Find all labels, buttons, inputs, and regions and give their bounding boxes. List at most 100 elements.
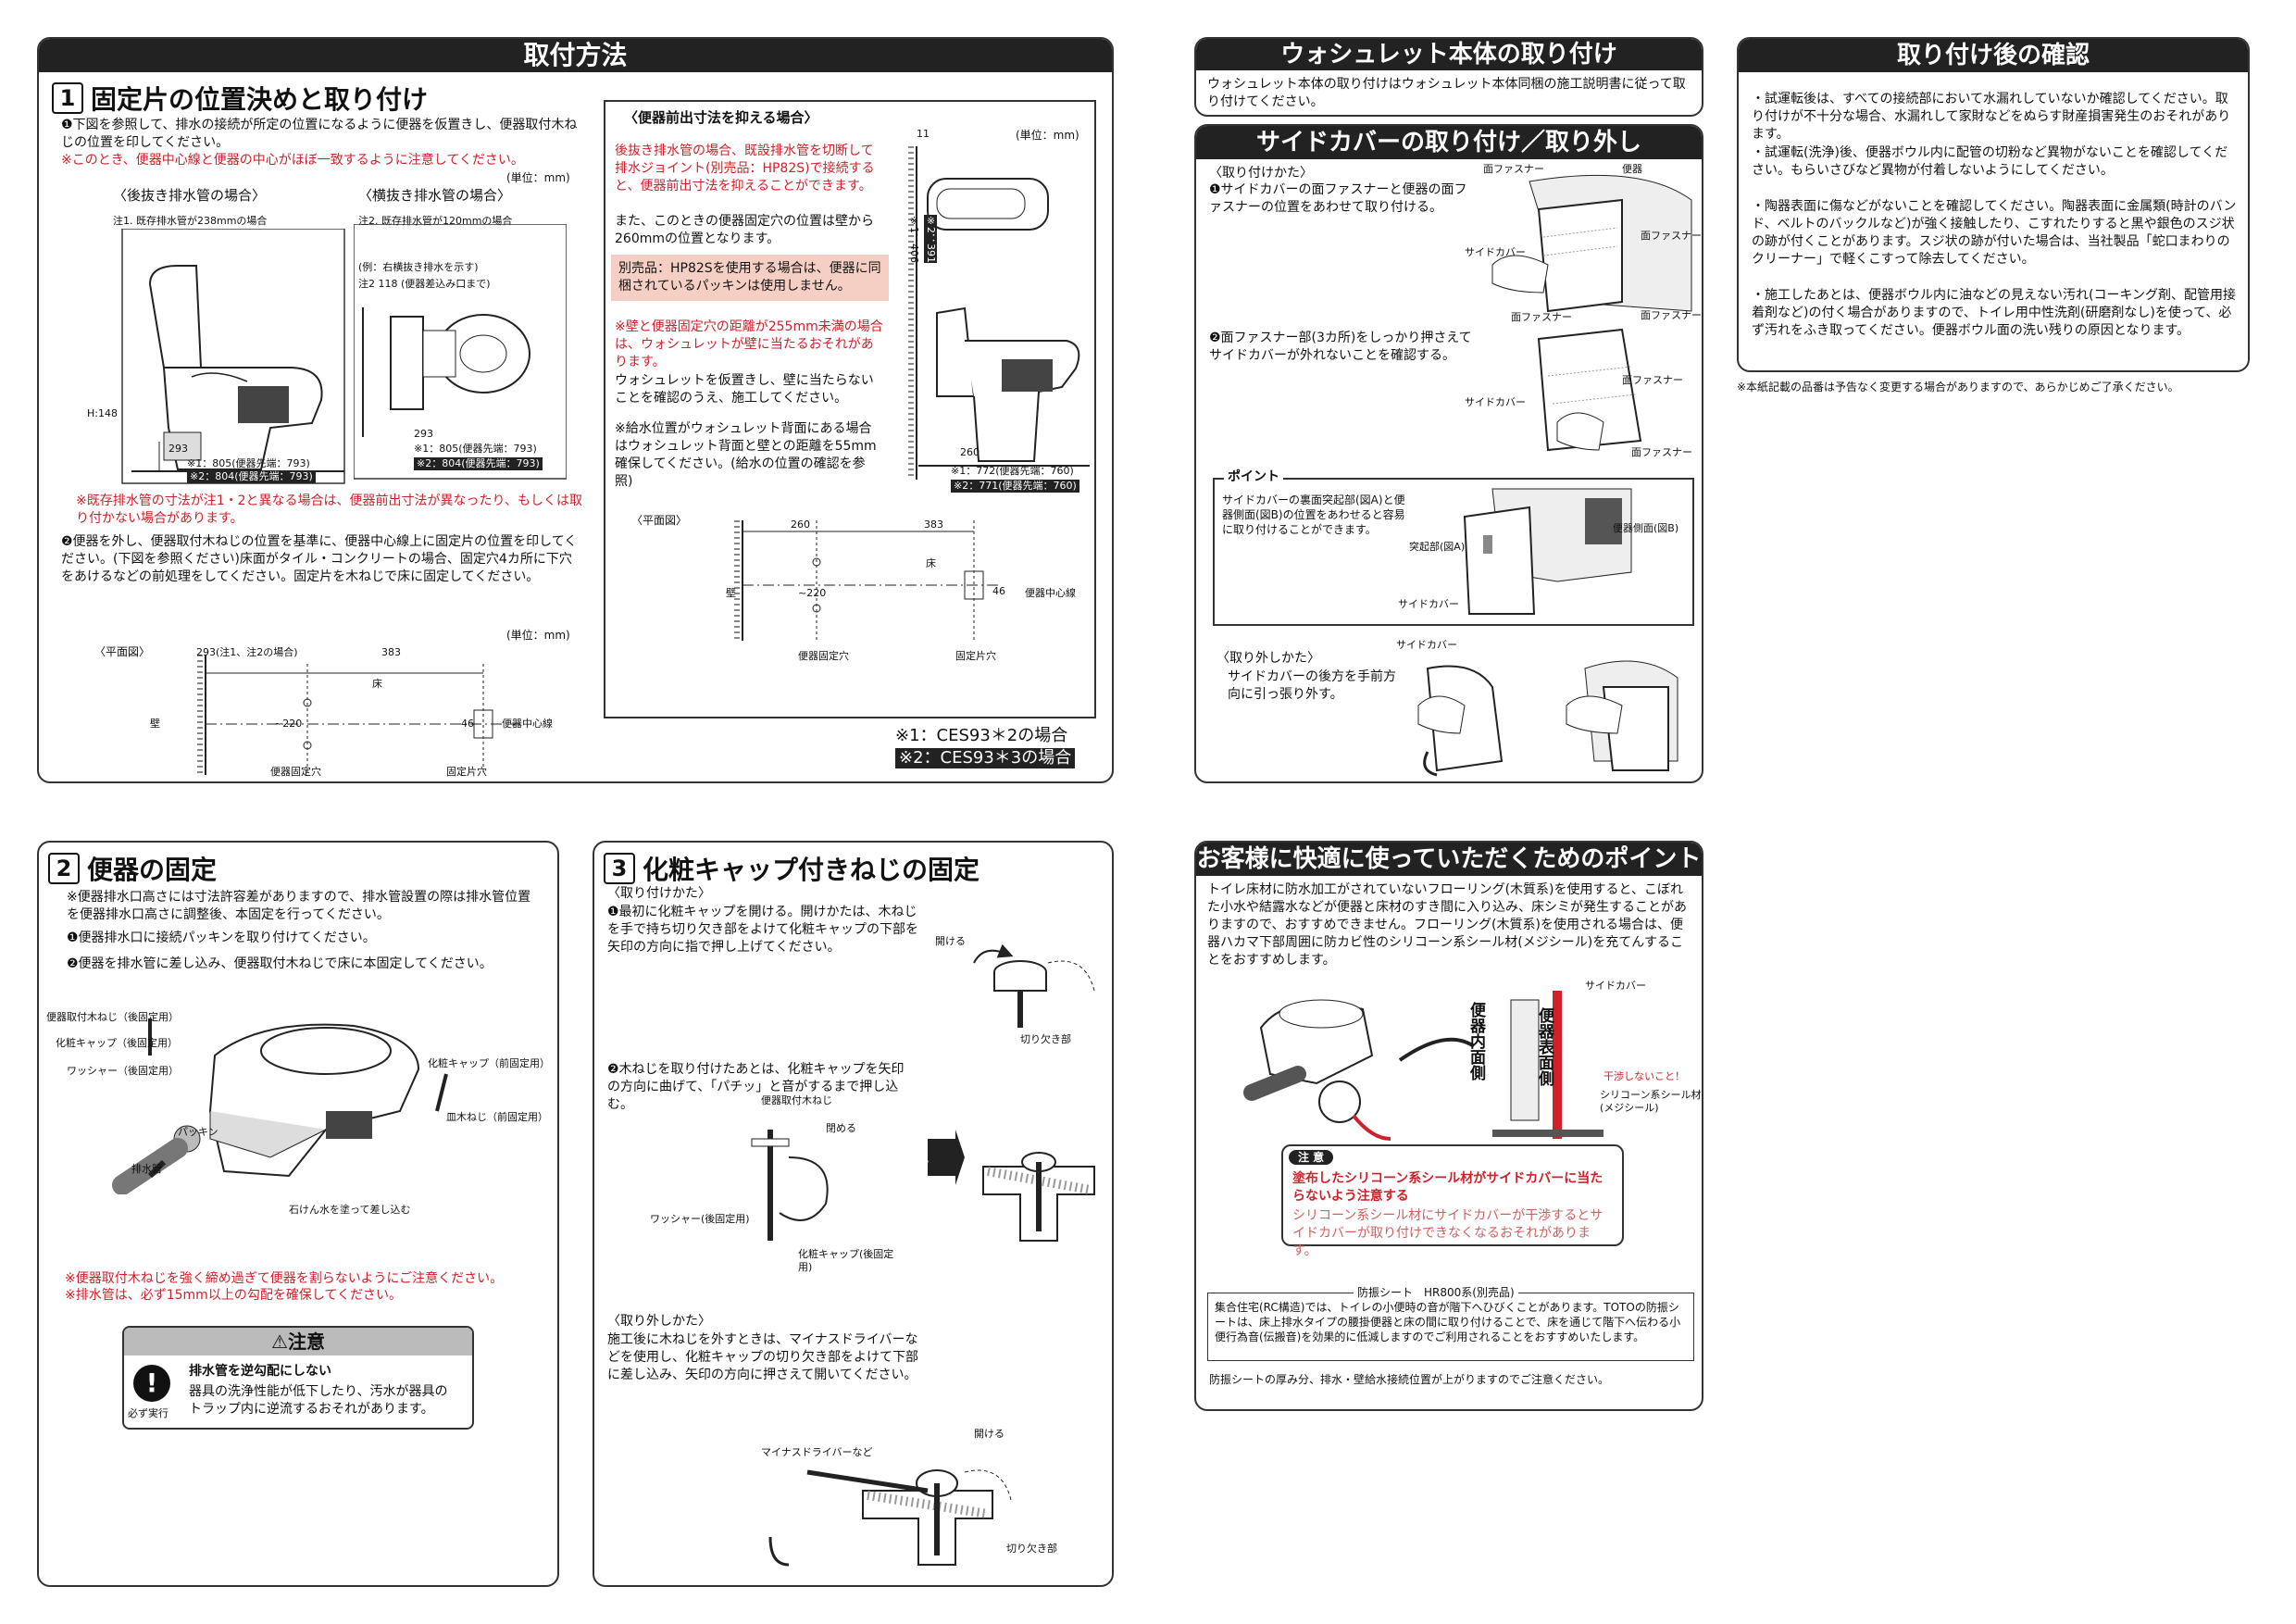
toilet-fixing-panel: 2 便器の固定 ※便器排水口高さには寸法許容差がありますので、排水管設置の際は排… xyxy=(37,841,559,1587)
side-label-fastener-5: 面ファスナー xyxy=(1622,374,1683,386)
label-packing: パッキン xyxy=(178,1126,218,1138)
plan-piece-hole: 固定片穴 xyxy=(446,766,487,778)
side-dim-293: 293 xyxy=(414,428,433,440)
label-washer-rear: ワッシャー（後固定用） xyxy=(67,1065,179,1077)
section-number: 1 xyxy=(52,82,83,114)
section-title: 固定片の位置決めと取り付け xyxy=(91,84,429,115)
plan-dim-293: 293(注1、注2の場合) xyxy=(196,646,298,658)
height-148-label: H:148 xyxy=(87,407,118,419)
side-attach-heading: 〈取り付けかた〉 xyxy=(1209,166,1313,181)
comfort-caution-red: 塗布したシリコーン系シール材がサイドカバーに当たらないよう注意する xyxy=(1292,1171,1603,1204)
plan-floor: 床 xyxy=(372,678,382,690)
reduce-plan-383: 383 xyxy=(924,518,943,531)
side-label-fastener-6: 面ファスナー xyxy=(1631,446,1692,458)
cap-washer-label: ワッシャー(後固定用) xyxy=(650,1213,750,1225)
fix-red1: ※便器取付木ねじを強く締め過ぎて便器を割らないようにご注意ください。 xyxy=(65,1271,504,1286)
comfort-title: お客様に快適に使っていただくためのポイント xyxy=(1196,843,1702,876)
plan-center-line: 便器中心線 xyxy=(502,718,553,730)
side-118-label: 注2 118 (便器差込み口まで) xyxy=(358,278,491,290)
reduce-391: ※2：391 xyxy=(924,215,937,263)
cap-set-label: セット後 xyxy=(917,1148,930,1189)
check-item-3: ・陶器表面に傷などがないことを確認してください。陶器表面に金属類(時計のバンド、… xyxy=(1752,199,2237,267)
side-drain-example: (例：右横抜き排水を示す) xyxy=(358,261,479,273)
label-soap: 石けん水を塗って差し込む xyxy=(289,1204,411,1216)
reduce-txt3: ※給水位置がウォシュレット背面にある場合はウォシュレット背面と壁との距離を55m… xyxy=(615,421,877,489)
side-label-toilet: 便器 xyxy=(1622,163,1642,175)
model-footnote-2: ※2：CES93＊3の場合 xyxy=(895,748,1076,768)
reduce-unit: (単位：mm) xyxy=(1016,129,1079,142)
cap-remove-heading: 〈取り外しかた〉 xyxy=(607,1314,711,1329)
unit-label: (単位：mm) xyxy=(506,171,570,184)
label-cap-rear: 化粧キャップ（後固定用） xyxy=(56,1037,178,1049)
reduce-red1: 後抜き排水管の場合、既設排水管を切断して排水ジョイント(別売品：HP82S)で接… xyxy=(615,144,875,194)
post-install-check-panel: 取り付け後の確認 ・試運転後は、すべての接続部において水漏れしていないか確認して… xyxy=(1737,37,2250,372)
reduce-c1: ※1：772(便器先端：760) xyxy=(951,465,1074,477)
step1-text: ❶下図を参照して、排水の接続が所定の位置になるように便器を仮置きし、便器取付木ね… xyxy=(61,118,578,150)
plan-46: 46 xyxy=(461,718,474,730)
reduce-plan-floor: 床 xyxy=(926,557,936,569)
side-label-cover-1: サイドカバー xyxy=(1465,246,1526,258)
cap-remove-text: 施工後に木ねじを外すときは、マイナスドライバーなどを使用し、化粧キャップの切り欠… xyxy=(607,1332,918,1382)
fix-step2: ❷便器を排水管に差し込み、便器取付木ねじで床に本固定してください。 xyxy=(67,956,493,971)
comfort-points-panel: お客様に快適に使っていただくためのポイント トイレ床材に防水加工がされていないフ… xyxy=(1194,841,1703,1411)
step1-red-note: ※このとき、便器中心線と便器の中心がほぼ一致するように注意してください。 xyxy=(61,153,524,168)
comfort-caution-title: 注 意 xyxy=(1289,1150,1334,1165)
section-number: 3 xyxy=(604,853,635,884)
reduce-c2: ※2：771(便器先端：760) xyxy=(951,480,1079,493)
comfort-side-cover: サイドカバー xyxy=(1585,980,1646,992)
reduce-plan-center: 便器中心線 xyxy=(1025,587,1076,599)
side-cover-attach-diagram xyxy=(1491,174,1692,452)
comfort-body: トイレ床材に防水加工がされていないフローリング(木質系)を使用すると、こぼれた小… xyxy=(1207,882,1687,968)
existing-pipe-warning: ※既存排水管の寸法が注1・2と異なる場合は、便器前出寸法が異なったり、もしくは取… xyxy=(76,493,582,526)
rear-drain-diagram xyxy=(121,229,345,484)
caution-box: ⚠注意 ! 必ず実行 排水管を逆勾配にしない 器具の洗浄性能が低下したり、汚水が… xyxy=(122,1326,474,1430)
plan-dim-383: 383 xyxy=(381,646,401,658)
caution-head: 排水管を逆勾配にしない xyxy=(189,1364,331,1379)
label-drain-pipe: 排水管 xyxy=(131,1163,162,1175)
reduce-11: 11 xyxy=(917,128,930,140)
plan-wall: 壁 xyxy=(150,718,160,730)
side-label-cover-2: サイドカバー xyxy=(1465,396,1526,408)
reduce-plan-wall: 壁 xyxy=(726,587,736,599)
side-c2-label: ※2：804(便器先端：793) xyxy=(414,457,543,470)
vibration-sheet-note: 防振シートの厚み分、排水・壁給水接続位置が上がりますのでご注意ください。 xyxy=(1209,1373,1610,1386)
section-1-heading: 1 固定片の位置決めと取り付け xyxy=(52,80,428,117)
dim-293-label: 293 xyxy=(168,443,188,455)
cap-notch-label: 切り欠き部 xyxy=(1020,1033,1071,1045)
reduce-260: 260 xyxy=(960,446,980,458)
rear-drain-note: 注1. 既存排水管が238mmの場合 xyxy=(113,215,268,227)
reduce-plan-260: 260 xyxy=(791,518,810,531)
step2-text: ❷便器を外し、便器取付木ねじの位置を基準に、便器中心線上に固定片の位置を印してく… xyxy=(61,534,578,584)
toilet-fixing-diagram xyxy=(112,1018,448,1194)
install-method-title: 取付方法 xyxy=(39,39,1112,72)
post-install-title: 取り付け後の確認 xyxy=(1739,39,2248,72)
cap-step1: ❶最初に化粧キャップを開ける。開けかたは、木ねじを手で持ち切り欠き部をよけて化粧… xyxy=(607,905,918,955)
reduce-pink-note: 別売品：HP82Sを使用する場合は、便器に同梱されているパッキンは使用しません。 xyxy=(611,255,889,301)
reduce-front-box xyxy=(604,100,1096,718)
label-screw-front: 皿木ねじ（前固定用） xyxy=(446,1111,548,1123)
side-label-fastener-4: 面ファスナー xyxy=(1511,311,1572,323)
side-remove-heading: 〈取り外しかた〉 xyxy=(1217,651,1320,666)
side-label-fastener-2: 面ファスナー xyxy=(1641,230,1702,242)
side-label-fastener-1: 面ファスナー xyxy=(1483,163,1544,175)
section-title: 便器の固定 xyxy=(87,855,218,885)
side-drain-title: 〈横抜き排水管の場合〉 xyxy=(358,187,512,204)
washlet-install-title: ウォシュレット本体の取り付け xyxy=(1196,39,1702,70)
comfort-surface-side: 便器表面側 xyxy=(1535,1007,1554,1086)
point-label-protrusion: 突起部(図A) xyxy=(1409,541,1466,553)
section-2-heading: 2 便器の固定 xyxy=(48,850,217,887)
drain-height-note: ※便器排水口高さには寸法許容差がありますので、排水管設置の際は排水管位置を便器排… xyxy=(67,890,531,922)
cap-cap-label: 化粧キャップ(後固定用) xyxy=(798,1248,894,1273)
cap-screw-label: 便器取付木ねじ xyxy=(761,1094,832,1106)
side-remove-diagram xyxy=(1417,660,1678,777)
side-remove-text: サイドカバーの後方を手前方向に引っ張り外す。 xyxy=(1228,669,1396,702)
label-screw-rear: 便器取付木ねじ（後固定用） xyxy=(46,1011,179,1023)
check-item-2: ・試運転(洗浄)後、便器ボウル内に配管の切粉など異物がないことを確認してください… xyxy=(1752,145,2228,178)
washlet-install-panel: ウォシュレット本体の取り付け ウォシュレット本体の取り付けはウォシュレット本体同… xyxy=(1194,37,1703,117)
reduce-txt2: ウォシュレットを仮置きし、壁に当たらないことを確認のうえ、施工してください。 xyxy=(615,373,874,406)
check-item-4: ・施工したあとは、便器ボウル内に油などの見えない汚れ(コーキング剤、配管用接着剤… xyxy=(1752,288,2237,338)
cap-driver-label: マイナスドライバーなど xyxy=(761,1446,873,1458)
comfort-no-interfere: 干渉しないこと！ xyxy=(1603,1070,1685,1082)
caution-label: 必ず実行 xyxy=(128,1407,168,1419)
side-c1-label: ※1：805(便器先端：793) xyxy=(414,443,537,455)
